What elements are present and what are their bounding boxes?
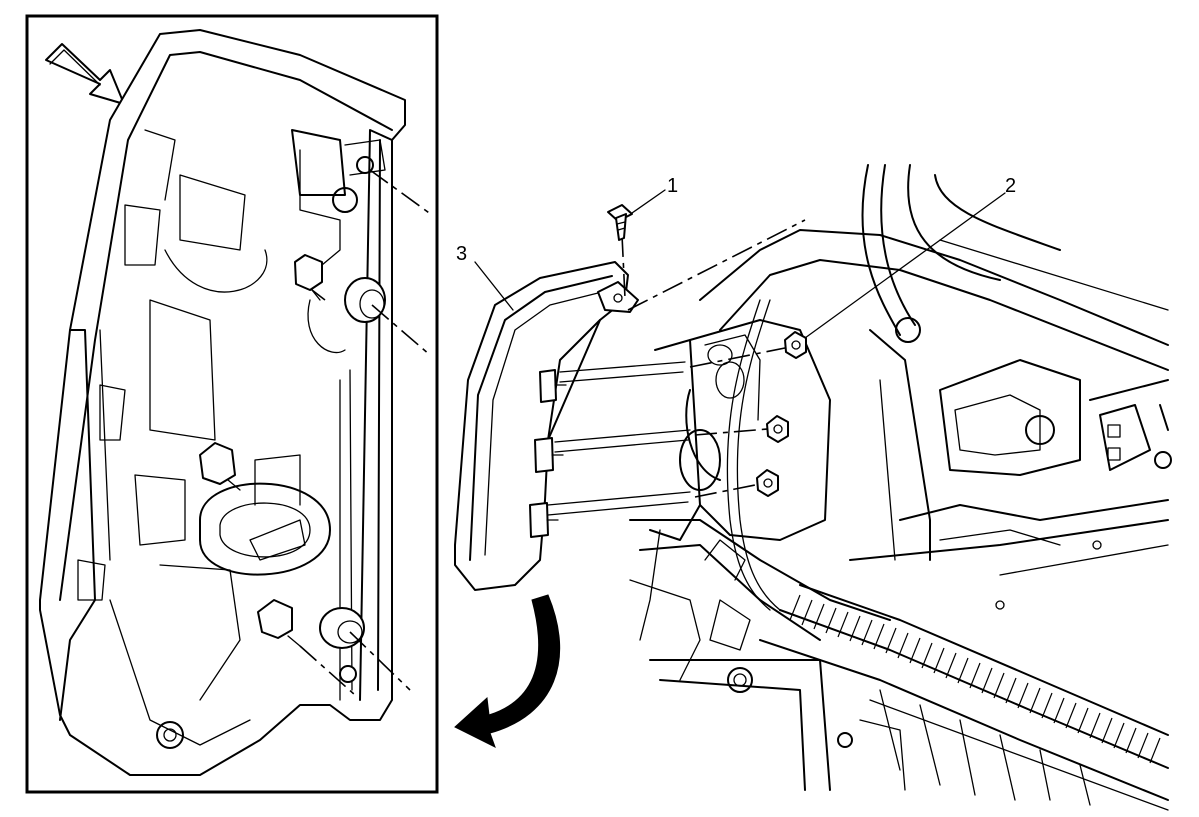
callout-1: 1 <box>631 175 678 214</box>
mounting-stud-upper <box>344 277 386 323</box>
tail-lamp-nut-lower <box>756 469 779 497</box>
detail-inset <box>25 14 439 794</box>
view-direction-arrow-icon <box>45 43 125 105</box>
callout-2: 2 <box>804 175 1016 339</box>
tail-lamp-screw <box>607 204 633 241</box>
rear-end-sill-panel <box>759 584 1169 811</box>
callout-3-label: 3 <box>456 243 467 265</box>
callout-1-label: 1 <box>667 175 678 197</box>
vehicle-rear-body-structure <box>629 164 1172 791</box>
callout-2-label: 2 <box>1005 175 1016 197</box>
inset-alignment-lines <box>299 169 433 696</box>
tail-lamp-nut-middle <box>766 415 789 443</box>
tail-lamp-nut-upper <box>784 331 807 359</box>
mounting-stud-lower <box>319 607 365 649</box>
main-alignment-lines <box>547 219 806 516</box>
callout-3: 3 <box>456 243 514 311</box>
lamp-housing-back <box>39 29 406 776</box>
bulb-socket-middle <box>199 442 241 491</box>
tail-lamp-assembly <box>454 261 639 591</box>
removal-direction-arrow-icon <box>454 594 561 749</box>
mounting-nut-lower <box>339 665 357 683</box>
bulb-socket-lower <box>257 599 301 647</box>
